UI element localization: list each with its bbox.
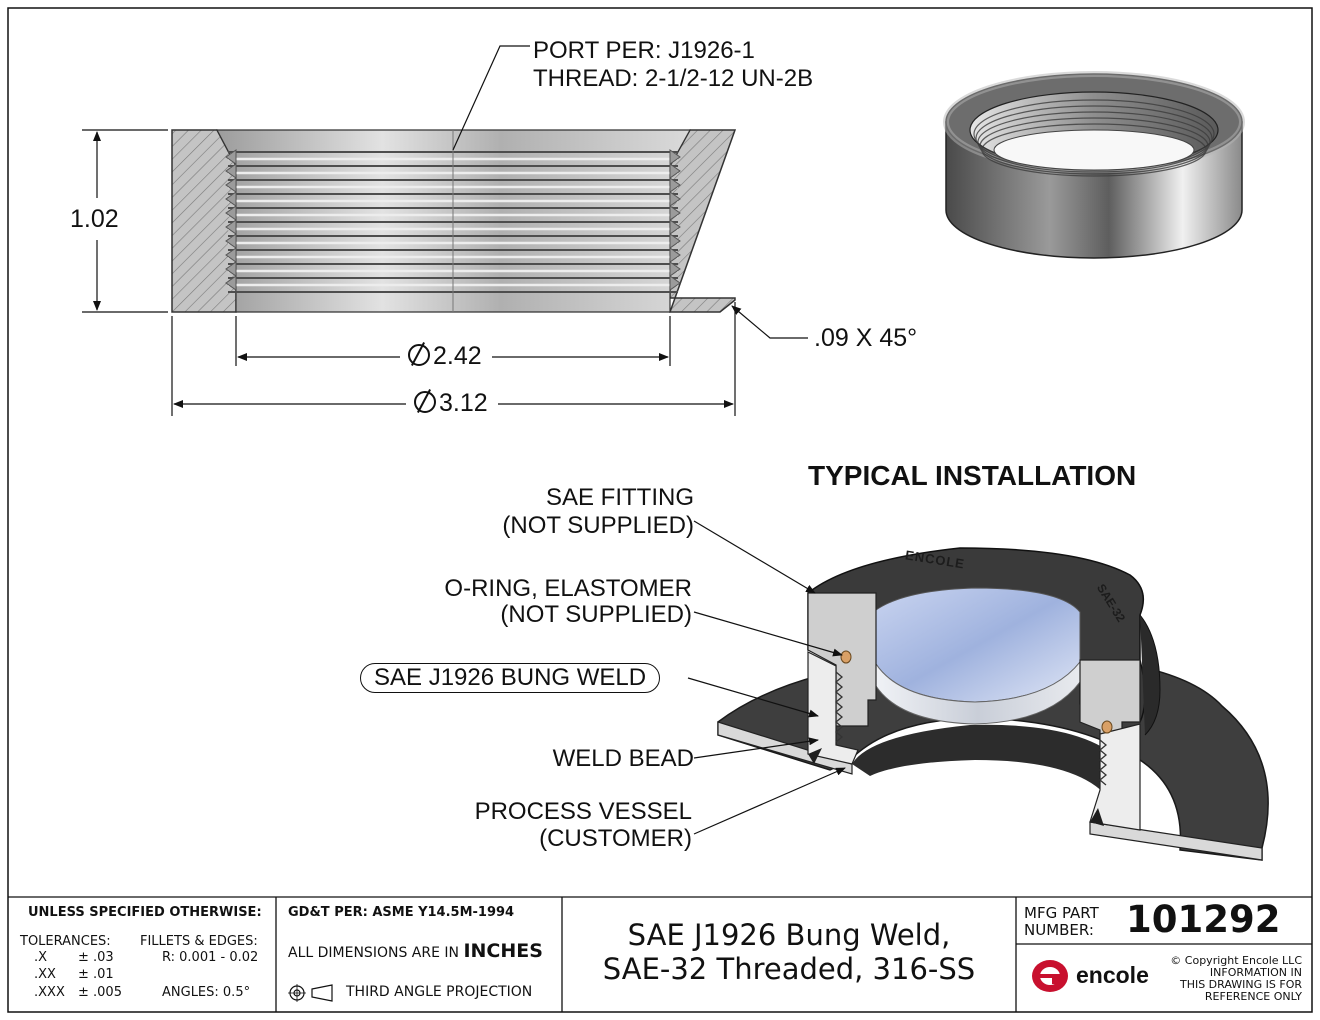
reference-note-line3: REFERENCE ONLY xyxy=(1204,990,1302,1003)
fitting-label-line1: SAE FITTING xyxy=(545,484,694,511)
outer-diameter-label: 3.12 xyxy=(414,389,488,418)
part-number: 101292 xyxy=(1126,898,1281,941)
reference-note-line2: THIS DRAWING IS FOR xyxy=(1179,978,1302,991)
tol-xxx-label: .XXX xyxy=(34,985,65,1000)
vessel-label-line2: (CUSTOMER) xyxy=(539,825,692,852)
tol-xxx-value: ± .005 xyxy=(78,985,122,1000)
gdt-standard: GD&T PER: ASME Y14.5M-1994 xyxy=(288,905,515,920)
height-dimension xyxy=(82,129,168,313)
part-title-line1: SAE J1926 Bung Weld, xyxy=(627,918,951,952)
inner-diameter-dimension xyxy=(235,316,671,366)
vessel-label-line1: PROCESS VESSEL xyxy=(474,798,692,825)
reference-note-line1: INFORMATION IN xyxy=(1209,966,1302,979)
title-block-frame xyxy=(8,896,1312,1012)
fillets-label: FILLETS & EDGES: xyxy=(140,934,258,949)
mfg-part-label-line1: MFG PART xyxy=(1024,904,1099,922)
fitting-label-line2: (NOT SUPPLIED) xyxy=(502,512,694,539)
inner-diameter-value: 2.42 xyxy=(433,342,482,370)
oring-label-line2: (NOT SUPPLIED) xyxy=(500,601,692,628)
weld-bead-label: WELD BEAD xyxy=(552,745,694,772)
port-callout-line2: THREAD: 2-1/2-12 UN-2B xyxy=(533,65,814,92)
tol-x-value: ± .03 xyxy=(78,950,114,965)
port-leader-line xyxy=(452,45,530,151)
part-title-line2: SAE-32 Threaded, 316-SS xyxy=(602,952,976,986)
unless-specified-label: UNLESS SPECIFIED OTHERWISE: xyxy=(28,905,262,920)
sheet-border xyxy=(7,7,1313,1013)
dimensions-units-value: INCHES xyxy=(463,940,543,962)
diameter-symbol-icon xyxy=(414,391,436,413)
tolerances-label: TOLERANCES: xyxy=(20,934,111,949)
chamfer-value: .09 X 45° xyxy=(814,324,918,352)
dimensions-units-prefix: ALL DIMENSIONS ARE IN xyxy=(288,945,459,961)
angles-value: ANGLES: 0.5° xyxy=(162,985,251,1000)
inner-diameter-label: 2.42 xyxy=(408,342,482,371)
encole-logo-icon xyxy=(1032,960,1068,992)
brand-name: encole xyxy=(1076,962,1149,988)
dimensions-units: ALL DIMENSIONS ARE IN INCHES xyxy=(288,940,543,962)
mfg-part-label-line2: NUMBER: xyxy=(1024,921,1094,939)
section-view xyxy=(171,129,737,313)
installation-title: TYPICAL INSTALLATION xyxy=(808,460,1137,491)
tol-xx-value: ± .01 xyxy=(78,967,114,982)
height-dimension-value: 1.02 xyxy=(70,205,119,234)
isometric-ring xyxy=(943,71,1245,259)
outer-diameter-dimension xyxy=(171,302,736,416)
third-angle-projection-icon xyxy=(288,984,333,1002)
diameter-symbol-icon xyxy=(408,344,430,366)
copyright-notice: © Copyright Encole LLC xyxy=(1170,954,1302,967)
chamfer-leader xyxy=(731,305,808,339)
port-callout-line1: PORT PER: J1926-1 xyxy=(533,37,755,64)
tol-xx-label: .XX xyxy=(34,967,56,982)
projection-label: THIRD ANGLE PROJECTION xyxy=(346,984,533,1000)
oring-label-line1: O-RING, ELASTOMER xyxy=(444,575,692,602)
tol-x-label: .X xyxy=(34,950,48,965)
outer-diameter-value: 3.12 xyxy=(439,389,488,417)
installation-view xyxy=(687,520,1269,861)
fillets-value: R: 0.001 - 0.02 xyxy=(162,950,259,965)
bung-label: SAE J1926 BUNG WELD xyxy=(360,663,661,693)
